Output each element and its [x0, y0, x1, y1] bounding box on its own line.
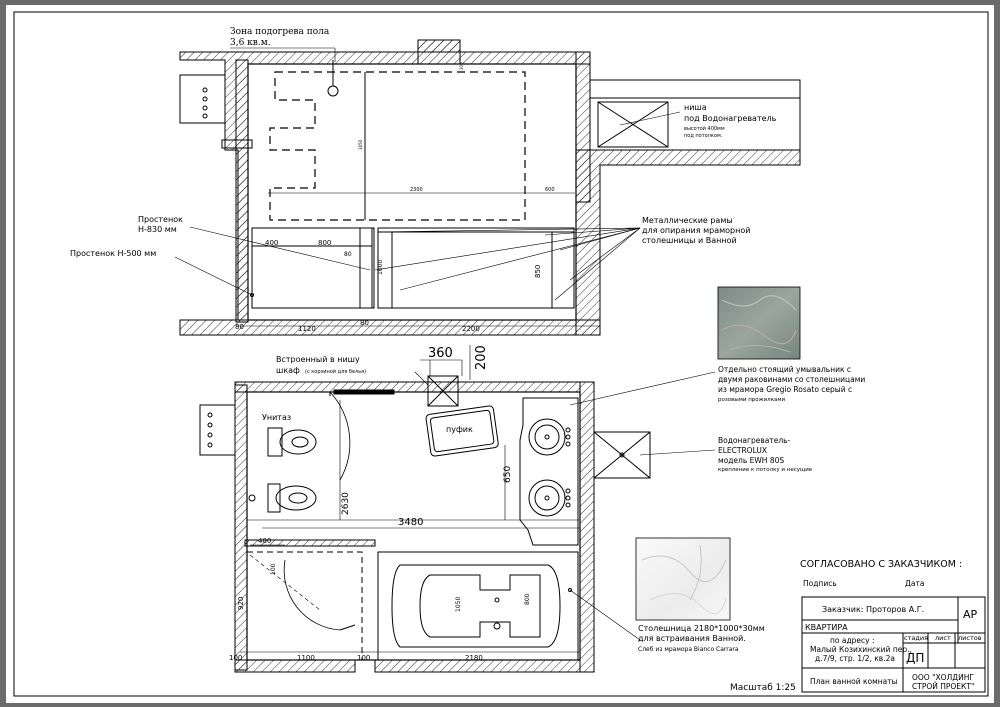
sheets-header: листов	[958, 634, 982, 642]
dim-200: 200	[474, 345, 489, 370]
niche-label-4: под потолком.	[684, 133, 723, 139]
dim-360: 360	[428, 346, 453, 361]
bottom-2200: 2200	[462, 325, 480, 333]
niche-label-2: под Водонагреватель	[684, 114, 777, 123]
pouf-label: пуфик	[446, 425, 473, 434]
frames-label-2: для опирания мраморной	[642, 226, 750, 235]
signature-label: Подпись	[803, 579, 837, 588]
frames-label-1: Металлические рамы	[642, 216, 733, 225]
pier-2-label: Простенок Н-500 мм	[70, 249, 156, 258]
heater-label-2: ELECTROLUX	[718, 446, 767, 455]
dim-1050: 1050	[455, 597, 462, 612]
toilet	[267, 427, 317, 457]
dim-100-v: 100	[270, 563, 277, 575]
metal-frame-2	[377, 227, 575, 309]
dim-850: 850	[534, 265, 542, 278]
boiler-box-bottom	[199, 404, 236, 456]
bidet	[248, 483, 317, 513]
cabinet-label-2: шкаф	[276, 366, 300, 375]
heated-zone-area: 3,6 кв.м.	[230, 38, 271, 48]
plan-name: План ванной комнаты	[810, 677, 898, 686]
address-2: Малый Козихинский пер.,	[810, 645, 912, 654]
dim-800-b: 800	[524, 593, 531, 605]
water-heater-box	[593, 431, 651, 479]
sink-label-1: Отдельно стоящий умывальник с	[718, 365, 851, 374]
scale-label: Масштаб 1:25	[730, 683, 796, 693]
frames-label-3: столешницы и Ванной	[642, 236, 737, 245]
dim-650: 650	[503, 466, 513, 483]
bottom-1100: 1100	[297, 654, 315, 662]
bottom-1120: 1120	[298, 325, 316, 333]
pouf	[425, 405, 499, 457]
dim-800: 800	[318, 239, 331, 247]
marble-swatch-gray	[717, 286, 801, 360]
heater-label-4: крепление к потолку и несущие	[718, 467, 813, 473]
sheet-header: лист	[935, 634, 951, 642]
approved-label: СОГЛАСОВАНО С ЗАКАЗЧИКОМ :	[800, 559, 962, 570]
top-plan	[174, 39, 801, 336]
paper	[6, 5, 994, 703]
counter-label-2: для встраивания Ванной.	[638, 634, 746, 643]
dim-80: 80	[344, 251, 352, 258]
counter-label-3: Слеб из мрамора Bianco Carrara	[638, 646, 739, 653]
cabinet-label-3: (с корзиной для белья)	[305, 368, 366, 375]
door-swing	[329, 391, 351, 481]
company-2: СТРОЙ ПРОЕКТ"	[912, 682, 974, 691]
niche-label-3: высотой 400мм	[684, 125, 725, 132]
double-washbasin	[519, 397, 579, 546]
sink-label-3: из мрамора Gregio Rosato серый с	[718, 385, 852, 394]
metal-frame-1	[251, 227, 373, 309]
heated-zone-label: Зона подогрева пола	[230, 27, 330, 37]
address-3: д.7/9, стр. 1/2, кв.2а	[815, 654, 895, 663]
customer-label: Заказчик: Проторов А.Г.	[822, 605, 924, 614]
cabinet-label-1: Встроенный в нишу	[276, 355, 360, 364]
bottom-80b: 80	[360, 319, 369, 327]
heater-label-3: модель EWH 80S	[718, 456, 784, 465]
marble-swatch-white	[635, 537, 731, 621]
bottom-100-b: 100	[357, 654, 370, 662]
boiler-box-top	[179, 74, 226, 124]
bottom-80: 80	[235, 323, 244, 331]
sink-label-4: розовыми прожилками	[718, 397, 786, 403]
niche-label-1: ниша	[684, 103, 707, 112]
stage-header: стадия	[904, 634, 928, 642]
dim-100: 100	[459, 62, 464, 70]
counter-label-1: Столешница 2180*1000*30мм	[638, 624, 765, 633]
shower-door-swing	[283, 559, 341, 631]
bottom-100-a: 100	[229, 654, 242, 662]
bottom-2180: 2180	[465, 654, 483, 662]
toilet-label: Унитаз	[262, 413, 291, 422]
date-label: Дата	[905, 579, 924, 588]
sink-label-2: двумя раковинами со столешницами	[718, 375, 865, 384]
pier-1-label-b: Н-830 мм	[138, 225, 177, 234]
heated-floor-zone	[269, 71, 526, 221]
dim-3480: 3480	[398, 517, 423, 528]
company-1: ООО "ХОЛДИНГ	[912, 673, 974, 682]
shower-area	[246, 551, 363, 661]
heater-label-1: Водонагреватель-	[718, 436, 791, 445]
sheet-border	[13, 11, 989, 697]
dim-2630: 2630	[341, 492, 351, 515]
dim-1000: 1000	[377, 260, 384, 275]
title-block	[801, 596, 986, 693]
dim-920: 920	[237, 597, 245, 610]
stage-value: ДП	[906, 651, 924, 665]
object-label: КВАРТИРА	[805, 623, 848, 632]
drawing-code: АР	[963, 608, 978, 621]
dim-600: 600	[545, 187, 555, 193]
dim-400: 400	[265, 239, 278, 247]
bathtub	[377, 551, 579, 661]
cabinet-box	[427, 375, 459, 407]
address-1: по адресу :	[830, 636, 875, 645]
bottom-plan	[199, 345, 716, 673]
dim-1650: 1650	[358, 139, 363, 150]
pier-1-label-a: Простенок	[138, 215, 183, 224]
dim-2300: 2300	[410, 187, 423, 193]
dim-400-b: 400	[258, 537, 271, 545]
